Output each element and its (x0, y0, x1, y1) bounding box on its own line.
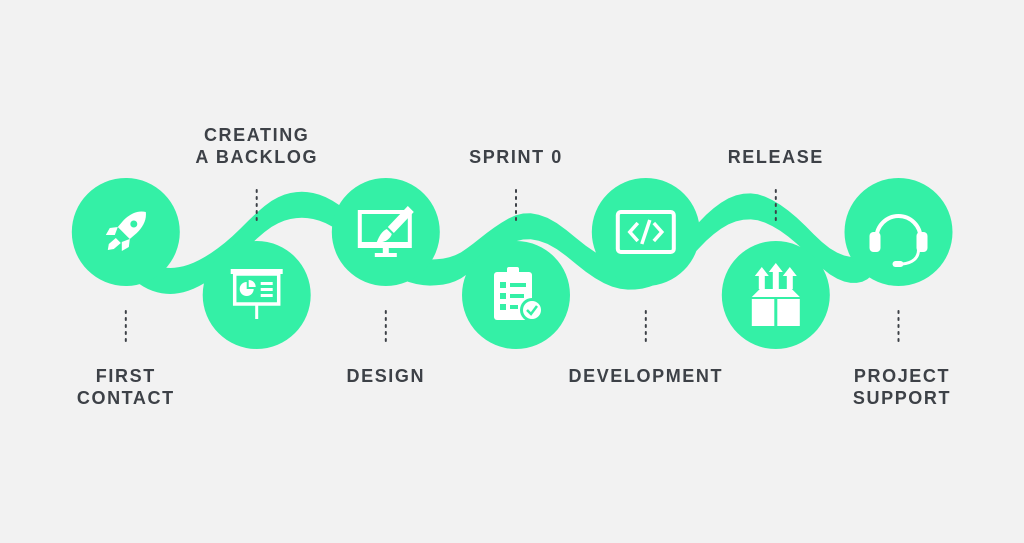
box-arrows-up-icon (751, 263, 800, 326)
step-label-first-contact: FIRST CONTACT (76, 366, 175, 408)
rocket-icon (105, 211, 146, 251)
step-label-release: RELEASE (727, 147, 824, 167)
connector-band (125, 191, 876, 294)
dotted-connectors (124, 189, 900, 344)
step-label-creating-backlog: CREATING A BACKLOG (195, 125, 319, 167)
code-window-icon (615, 210, 676, 254)
step-circles (71, 178, 953, 349)
step-label-development: DEVELOPMENT (568, 366, 724, 386)
step-circle-creating-backlog (202, 241, 311, 349)
step-circle-project-support (844, 178, 953, 286)
step-label-design: DESIGN (346, 366, 426, 386)
clipboard-checklist-icon (494, 267, 544, 322)
monitor-brush-icon (357, 206, 414, 257)
presentation-board-icon (230, 269, 283, 319)
step-label-project-support: PROJECT SUPPORT (852, 366, 952, 408)
headset-icon (869, 214, 928, 267)
step-label-sprint-0: SPRINT 0 (469, 147, 563, 167)
